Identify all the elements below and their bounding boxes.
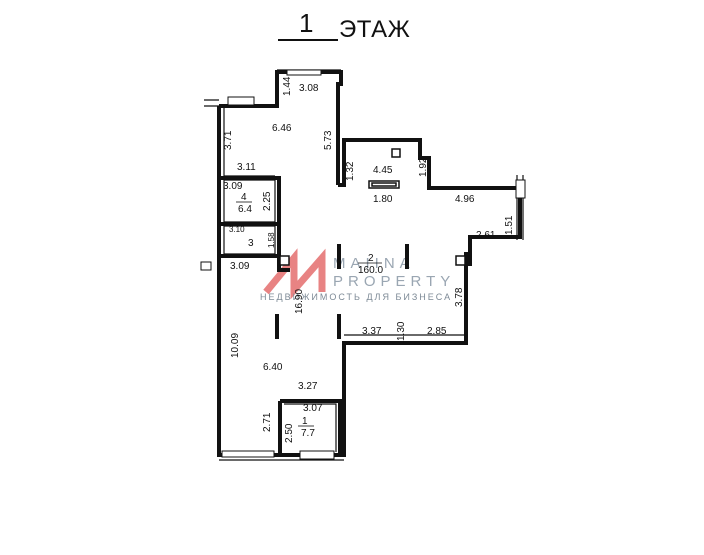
dim-2-50: 2.50 [284, 423, 295, 443]
dim-6-40: 6.40 [263, 362, 283, 373]
floor-title: 1 ЭТАЖ [278, 8, 428, 43]
dim-10-09: 10.09 [230, 333, 241, 358]
pillar-4 [275, 314, 279, 339]
window-6 [200, 261, 212, 271]
floor-number: 1 [299, 8, 314, 38]
pillar-5 [468, 244, 472, 266]
window-1 [227, 96, 255, 106]
room-labels: 4 6.4 3 2 160.0 1 7.7 [236, 192, 383, 439]
column-3 [279, 255, 290, 266]
room-2-number: 2 [368, 253, 374, 264]
dim-16-90: 16.90 [294, 289, 305, 314]
pillar-2 [405, 244, 409, 269]
dimensions-vertical: 1.44 5.73 3.71 1.32 1.92 2.25 1.58 1.51 … [223, 76, 515, 443]
watermark-line3: НЕДВИЖИМОСТЬ ДЛЯ БИЗНЕСА [260, 292, 452, 302]
floor-word: ЭТАЖ [339, 16, 411, 43]
dim-3-09b: 3.09 [230, 261, 250, 272]
pillar-1 [337, 244, 341, 269]
watermark-line1: MAIINA [333, 255, 415, 272]
dimensions-horizontal: 3.08 6.46 3.11 4.45 1.80 4.96 3.09 3.10 … [223, 83, 496, 414]
pillar-3 [337, 314, 341, 339]
dim-3-71: 3.71 [223, 130, 234, 150]
dim-1-92: 1.92 [418, 157, 429, 177]
watermark-logo-icon [263, 248, 326, 300]
dim-1-80: 1.80 [373, 194, 393, 205]
dim-3-07: 3.07 [303, 403, 323, 414]
dim-2-61: 2.61 [476, 230, 496, 241]
room-2-area: 160.0 [358, 265, 383, 276]
column-2 [455, 255, 466, 266]
dim-1-32: 1.32 [345, 161, 356, 181]
room-1-number: 1 [302, 416, 308, 427]
windows [200, 69, 526, 460]
dim-1-58: 1.58 [267, 232, 276, 248]
dim-1-30: 1.30 [396, 321, 407, 341]
room-4-number: 4 [241, 192, 247, 203]
window-3 [515, 179, 526, 199]
dim-2-25: 2.25 [262, 191, 273, 211]
dim-3-37: 3.37 [362, 326, 382, 337]
dim-3-78: 3.78 [454, 287, 465, 307]
dim-3-08: 3.08 [299, 83, 319, 94]
room-1-area: 7.7 [301, 428, 315, 439]
dim-3-10: 3.10 [229, 225, 245, 234]
dim-2-85: 2.85 [427, 326, 447, 337]
dim-3-09: 3.09 [223, 181, 243, 192]
dim-4-45: 4.45 [373, 165, 393, 176]
title-underline [278, 39, 338, 41]
dim-2-71: 2.71 [262, 412, 273, 432]
dim-1-51: 1.51 [504, 215, 515, 235]
dim-3-27: 3.27 [298, 381, 318, 392]
window-4 [299, 450, 335, 460]
columns [279, 148, 466, 266]
room-3-number: 3 [248, 238, 254, 249]
column-4-inner [371, 182, 397, 187]
dim-5-73: 5.73 [323, 130, 334, 150]
column-1 [391, 148, 401, 158]
window-5 [221, 450, 275, 458]
hall-pillars [275, 244, 472, 339]
window-2 [286, 69, 322, 76]
room-4-area: 6.4 [238, 204, 252, 215]
dim-4-96: 4.96 [455, 194, 475, 205]
watermark-line2: PROPERTY [333, 273, 455, 290]
dim-6-46: 6.46 [272, 123, 292, 134]
dim-3-11: 3.11 [237, 162, 256, 173]
dim-1-44: 1.44 [282, 76, 293, 96]
